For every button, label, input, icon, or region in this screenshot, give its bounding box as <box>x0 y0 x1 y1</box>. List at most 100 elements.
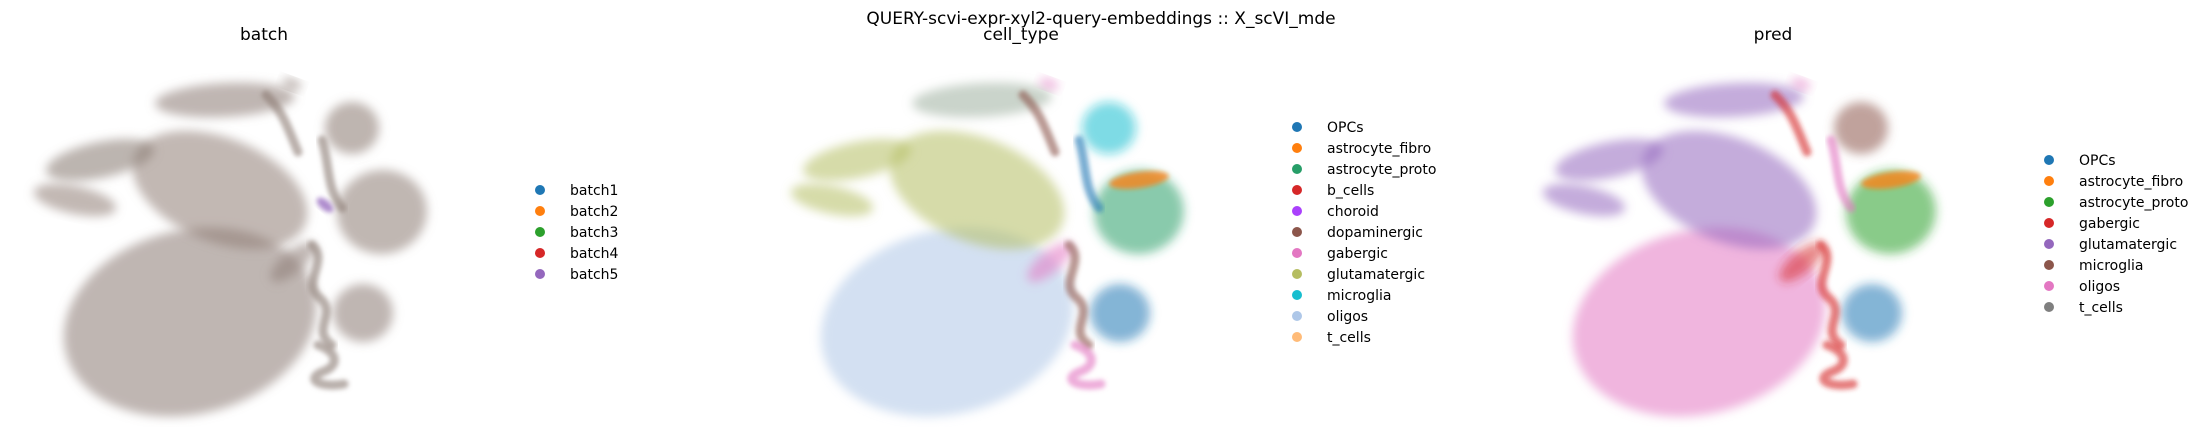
right-cluster <box>1846 169 1936 255</box>
upper-left-arm-cluster <box>803 139 911 181</box>
top-right-cluster <box>1082 102 1136 154</box>
strand-c <box>261 90 303 157</box>
large-oval-cluster <box>63 227 317 417</box>
legend-label: batch5 <box>570 267 618 283</box>
legend-marker <box>2044 218 2054 228</box>
accent-cluster <box>316 197 334 213</box>
right-cluster <box>337 169 427 255</box>
top-small-cluster <box>1039 78 1059 90</box>
legend-label: astrocyte_proto <box>2079 195 2188 211</box>
accent-cluster <box>1861 171 1921 189</box>
figure-suptitle: QUERY-scvi-expr-xyl2-query-embeddings ::… <box>866 9 1335 29</box>
legend-marker <box>1292 143 1302 153</box>
left-arm-cluster <box>33 183 117 217</box>
mid-strand-cluster <box>270 242 316 282</box>
legend-label: OPCs <box>1327 120 1364 136</box>
strand-d <box>1074 135 1104 213</box>
lower-right-cluster <box>333 284 393 342</box>
legend-marker <box>2044 281 2054 291</box>
legend-label: batch2 <box>570 204 618 220</box>
strand-a <box>307 240 337 350</box>
legend-label: batch4 <box>570 246 619 262</box>
legend-marker <box>2044 176 2054 186</box>
legend-label: b_cells <box>1327 183 1374 199</box>
legend-label: gabergic <box>2079 216 2140 232</box>
legend-label: OPCs <box>2079 153 2116 169</box>
legend-label: astrocyte_fibro <box>1327 141 1431 157</box>
left-arm-cluster <box>1542 183 1626 217</box>
legend-label: choroid <box>1327 204 1379 220</box>
top-cluster <box>155 82 295 118</box>
legend-marker <box>535 185 545 195</box>
upper-central-cluster <box>889 130 1065 250</box>
pred-panel: pred OPCs astrocyte_fibro astrocyte_protog… <box>1542 25 2188 417</box>
legend-label: astrocyte_proto <box>1327 162 1436 178</box>
strand-b <box>1819 340 1858 390</box>
pred-cell-clusters <box>1542 78 1936 417</box>
mid-strand-cluster <box>1027 242 1073 282</box>
legend-marker <box>1292 269 1302 279</box>
lower-right-cluster <box>1842 284 1902 342</box>
strand-b <box>1067 340 1106 390</box>
legend-label: t_cells <box>1327 330 1371 346</box>
legend-marker <box>1292 332 1302 342</box>
batch-legend: batch1 batch2 batch3 batch4 batch5 <box>535 183 619 283</box>
strand-d <box>1826 135 1856 213</box>
legend-marker <box>535 227 545 237</box>
accent-cluster <box>1109 171 1169 189</box>
legend-marker <box>535 206 545 216</box>
mid-strand-cluster <box>1779 242 1825 282</box>
legend-label: batch3 <box>570 225 618 241</box>
legend-marker <box>2044 197 2054 207</box>
left-arm-cluster <box>790 183 874 217</box>
cell-type-panel-title: cell_type <box>983 25 1059 45</box>
upper-left-arm-cluster <box>1555 139 1663 181</box>
legend-marker <box>1292 122 1302 132</box>
batch-panel-title: batch <box>240 25 288 45</box>
strand-c <box>1770 90 1812 157</box>
cell-type-legend: OPCs astrocyte_fibro astrocyte_proto b_cell… <box>1292 120 1436 346</box>
legend-marker <box>1292 311 1302 321</box>
legend-marker <box>2044 239 2054 249</box>
strand-a <box>1064 240 1094 350</box>
top-right-cluster <box>325 102 379 154</box>
strand-c <box>1018 90 1060 157</box>
legend-label: glutamatergic <box>1327 267 1425 283</box>
top-small-cluster <box>282 78 302 90</box>
legend-label: batch1 <box>570 183 618 199</box>
legend-marker <box>535 269 545 279</box>
legend-marker <box>1292 164 1302 174</box>
legend-marker <box>535 248 545 258</box>
upper-left-arm-cluster <box>46 139 154 181</box>
cell-type-cell-clusters <box>790 78 1184 417</box>
legend-marker <box>2044 260 2054 270</box>
legend-label: oligos <box>1327 309 1368 325</box>
upper-central-cluster <box>1641 130 1817 250</box>
top-small-cluster <box>1791 78 1811 90</box>
strand-a <box>1816 240 1846 350</box>
legend-marker <box>1292 185 1302 195</box>
legend-label: oligos <box>2079 279 2120 295</box>
legend-label: microglia <box>2079 258 2143 274</box>
batch-panel: batch batch1 batch2 batch3 batch4 batch5 <box>33 25 619 417</box>
large-oval-cluster <box>820 227 1074 417</box>
pred-panel-title: pred <box>1754 25 1793 45</box>
large-oval-cluster <box>1572 227 1826 417</box>
legend-label: gabergic <box>1327 246 1388 262</box>
cell-type-panel: cell_type OPCs astrocyte_fibro astrocyte_p… <box>790 25 1436 417</box>
legend-marker <box>1292 290 1302 300</box>
pred-legend: OPCs astrocyte_fibro astrocyte_protogaberg… <box>2044 153 2188 316</box>
legend-label: glutamatergic <box>2079 237 2177 253</box>
batch-cell-clusters <box>33 78 427 417</box>
legend-marker <box>2044 302 2054 312</box>
legend-marker <box>2044 155 2054 165</box>
lower-right-cluster <box>1090 284 1150 342</box>
legend-marker <box>1292 248 1302 258</box>
top-cluster <box>1664 82 1804 118</box>
legend-label: astrocyte_fibro <box>2079 174 2183 190</box>
legend-label: t_cells <box>2079 300 2123 316</box>
legend-label: microglia <box>1327 288 1391 304</box>
strand-d <box>317 135 347 213</box>
legend-marker <box>1292 206 1302 216</box>
